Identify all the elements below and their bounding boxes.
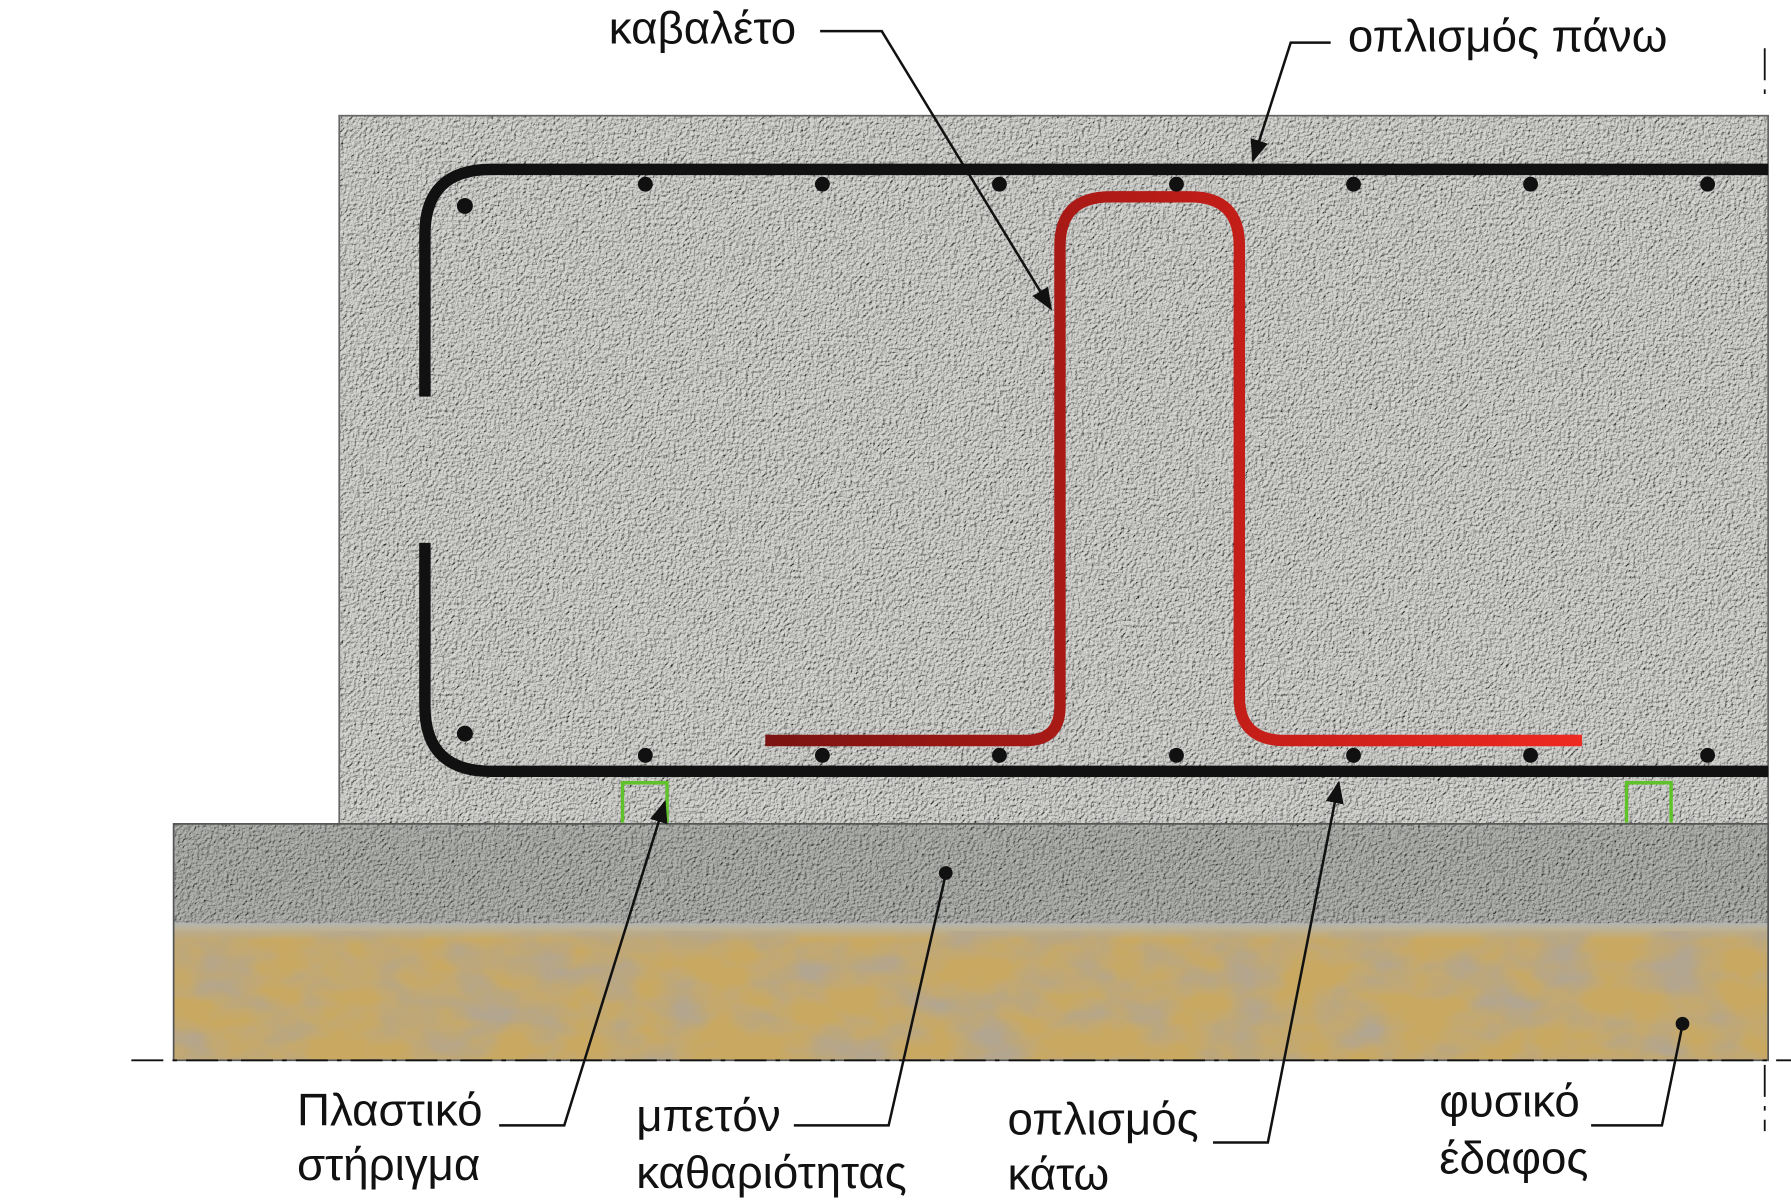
label-blinding-concrete-line2: καθαριότητας — [636, 1147, 907, 1198]
label-bottom-rebar-line2: κάτω — [1007, 1148, 1109, 1199]
leader-dot-ground — [1675, 1016, 1690, 1031]
leader-top-rebar — [1250, 41, 1331, 163]
label-natural-ground-line1: φυσικό — [1439, 1075, 1580, 1126]
label-natural-ground-line2: έδαφος — [1439, 1132, 1588, 1183]
natural-ground-layer — [172, 823, 1770, 1062]
leader-blinding-concrete — [793, 873, 947, 1127]
chair-rebar — [765, 191, 1582, 747]
label-bottom-rebar-line1: οπλισμός — [1007, 1094, 1198, 1145]
label-chair: καβαλέτο — [609, 3, 796, 54]
blinding-concrete-layer — [173, 823, 1769, 939]
label-blinding-concrete-line1: μπετόν — [636, 1090, 780, 1141]
footing-concrete — [338, 114, 1770, 825]
leader-natural-ground — [1591, 1024, 1684, 1127]
reference-lines — [131, 48, 1791, 1132]
leader-chair — [820, 29, 1053, 311]
leader-dot-blinding — [938, 866, 953, 880]
label-plastic-support-line2: στήριγμα — [297, 1139, 480, 1190]
plastic-support-right — [1624, 781, 1673, 823]
bottom-rebar — [419, 542, 1769, 778]
leader-plastic-support — [499, 800, 668, 1127]
top-rebar — [419, 163, 1769, 397]
distribution-bars — [456, 176, 1716, 763]
leader-bottom-rebar — [1213, 780, 1344, 1144]
label-top-rebar: οπλισμός πάνω — [1348, 11, 1668, 62]
label-plastic-support-line1: Πλαστικό — [297, 1084, 483, 1135]
